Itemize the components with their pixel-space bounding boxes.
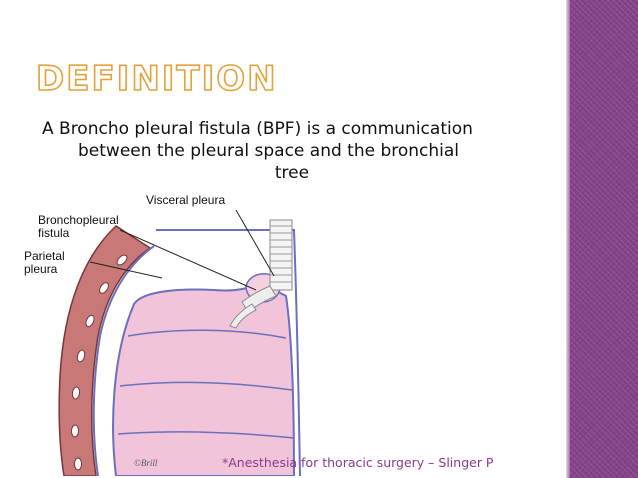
slide-title: DEFINITION bbox=[35, 59, 278, 99]
pleural-space-boundary bbox=[156, 229, 301, 476]
lung-fissure bbox=[119, 381, 293, 391]
parietal-pleura-line bbox=[92, 245, 155, 476]
ribs bbox=[70, 254, 128, 471]
definition-line-3: tree bbox=[274, 163, 310, 183]
bronchopleural-fistula-illustration: Visceral pleura Bronchopleural fistula P… bbox=[24, 193, 301, 476]
lung-fissure bbox=[127, 329, 287, 339]
definition-text: A Broncho pleural fistula (BPF) is a com… bbox=[42, 118, 542, 184]
sidebar-decoration bbox=[570, 0, 638, 478]
lung-fissure bbox=[117, 431, 295, 439]
sidebar-edge-decoration bbox=[566, 0, 570, 478]
chest-wall bbox=[58, 225, 152, 476]
definition-line-1: A Broncho pleural fistula (BPF) is a com… bbox=[42, 119, 473, 139]
lung bbox=[112, 280, 296, 476]
label-bronchopleural-fistula: Bronchopleural bbox=[38, 213, 119, 227]
label-bronchopleural-fistula-line2: fistula bbox=[38, 226, 70, 240]
label-parietal-pleura: Parietal bbox=[24, 249, 65, 263]
bronchus-branch bbox=[229, 303, 257, 329]
label-parietal-pleura-line2: pleura bbox=[24, 262, 58, 276]
leader-line-fistula bbox=[119, 229, 257, 291]
citation: *Anesthesia for thoracic surgery – Sling… bbox=[222, 455, 494, 470]
label-visceral-pleura: Visceral pleura bbox=[146, 193, 225, 207]
leader-line-visceral bbox=[235, 209, 275, 277]
definition-line-2: between the pleural space and the bronch… bbox=[78, 141, 460, 161]
leader-line-parietal bbox=[89, 261, 163, 279]
trachea bbox=[269, 219, 293, 291]
artist-signature: ©Brill bbox=[134, 458, 158, 468]
